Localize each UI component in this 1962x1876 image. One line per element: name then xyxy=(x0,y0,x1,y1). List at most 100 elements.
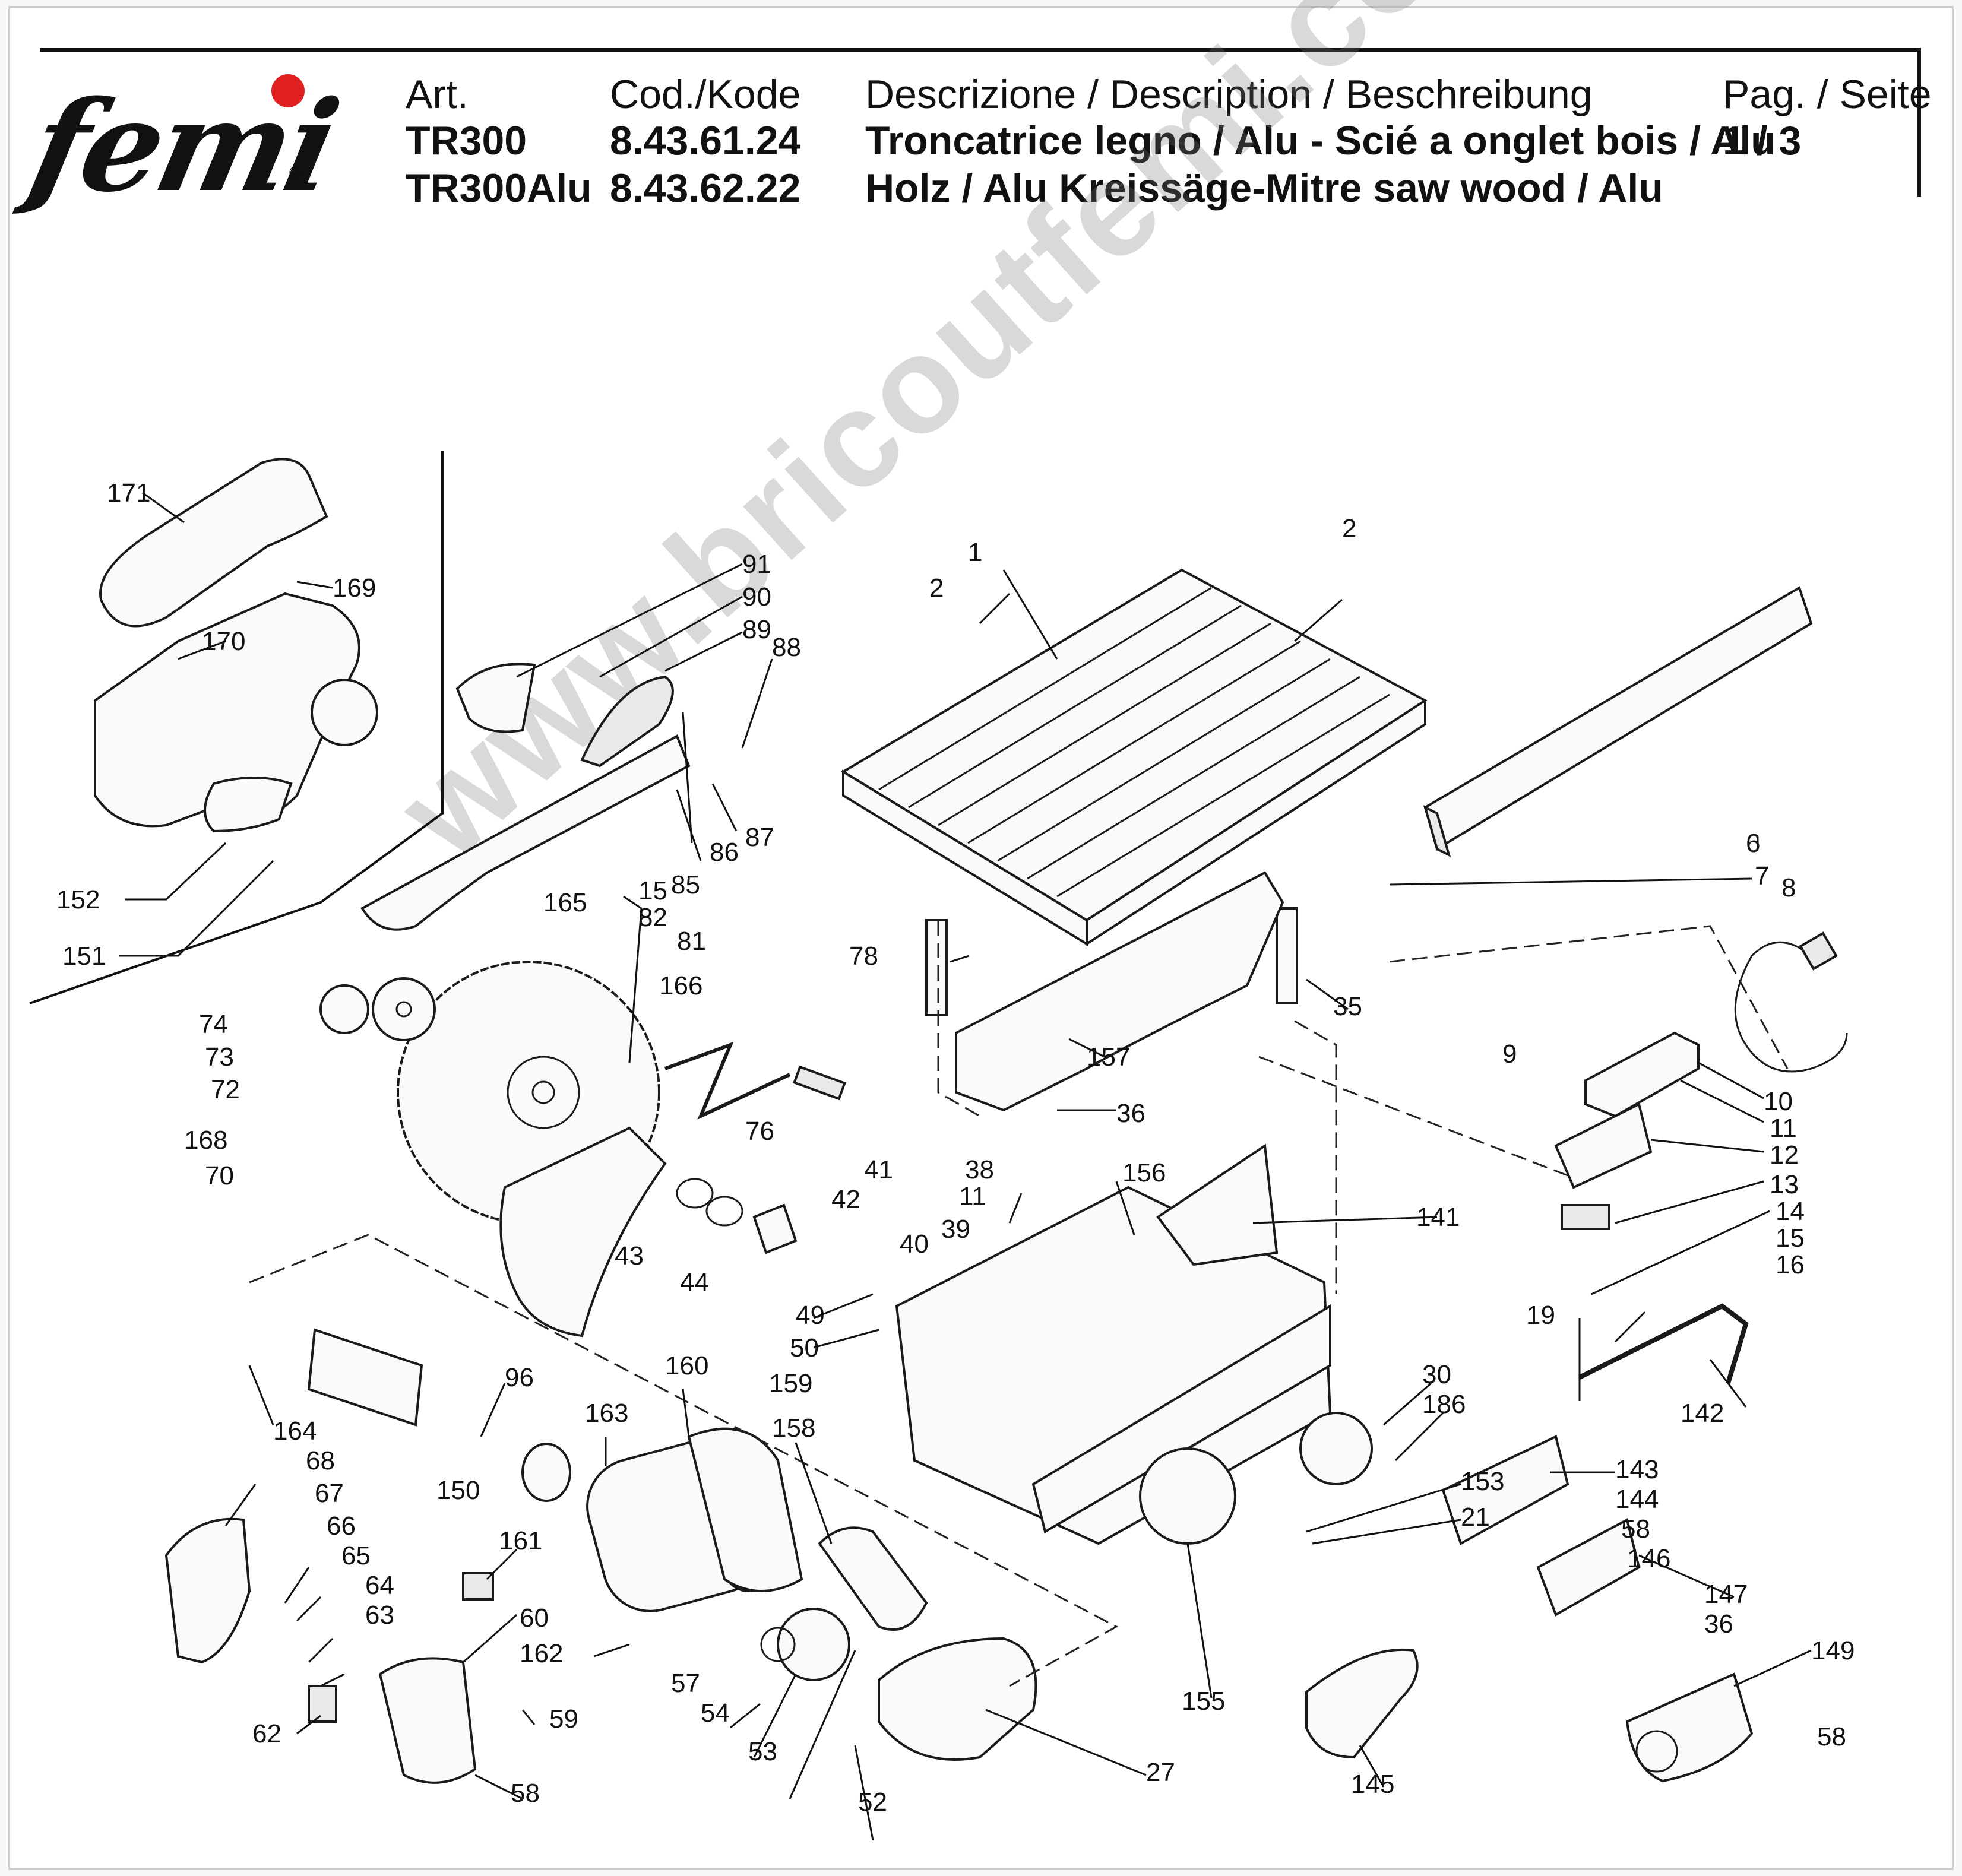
label-59: 59 xyxy=(549,1704,578,1734)
label-19: 19 xyxy=(1526,1301,1555,1330)
label-160: 160 xyxy=(665,1351,708,1380)
label-60: 60 xyxy=(520,1604,549,1633)
part-145-cover xyxy=(1305,1648,1419,1759)
label-30: 30 xyxy=(1422,1360,1451,1389)
base-side xyxy=(1031,1304,1331,1534)
part-12-clamp-base xyxy=(1554,1102,1653,1189)
part-91-cover xyxy=(455,663,536,733)
fence-rail-side xyxy=(1423,805,1451,857)
description-line-2: Holz / Alu Kreissäge-Mitre saw wood / Al… xyxy=(865,166,1663,211)
label-11-right: 11 xyxy=(1770,1114,1797,1143)
part-147-switch-module xyxy=(1536,1518,1641,1617)
label-163: 163 xyxy=(585,1399,628,1428)
label-62: 62 xyxy=(252,1719,281,1748)
label-161: 161 xyxy=(499,1526,542,1555)
label-142: 142 xyxy=(1681,1399,1724,1428)
logo-red-dot xyxy=(271,74,305,107)
code-column-title: Cod./Kode xyxy=(610,72,801,117)
label-67: 67 xyxy=(315,1479,344,1508)
label-35: 35 xyxy=(1333,992,1362,1021)
label-150: 150 xyxy=(436,1476,480,1505)
code-2: 8.43.62.22 xyxy=(610,166,801,211)
label-66: 66 xyxy=(327,1511,356,1541)
part-76-spring xyxy=(793,1065,846,1101)
label-96: 96 xyxy=(505,1363,534,1392)
label-58-left: 58 xyxy=(511,1779,540,1808)
part-72-washer xyxy=(319,984,369,1034)
power-plug xyxy=(1799,931,1838,971)
label-57: 57 xyxy=(671,1669,700,1698)
label-159: 159 xyxy=(769,1369,812,1398)
label-16: 16 xyxy=(1776,1250,1805,1279)
label-87: 87 xyxy=(745,823,774,852)
label-168: 168 xyxy=(184,1126,227,1155)
label-76: 76 xyxy=(745,1117,774,1146)
label-68: 68 xyxy=(306,1446,335,1475)
base-spindle xyxy=(1299,1412,1373,1485)
label-49: 49 xyxy=(796,1301,825,1330)
part-43-ring xyxy=(676,1178,714,1209)
label-52: 52 xyxy=(858,1788,887,1817)
label-39: 39 xyxy=(941,1215,970,1244)
label-143: 143 xyxy=(1615,1455,1659,1484)
label-155: 155 xyxy=(1182,1687,1225,1716)
label-88: 88 xyxy=(772,633,801,662)
label-53: 53 xyxy=(748,1737,777,1766)
label-149: 149 xyxy=(1811,1636,1855,1665)
label-144: 144 xyxy=(1615,1485,1659,1514)
label-146: 146 xyxy=(1627,1544,1670,1573)
label-15-right: 15 xyxy=(1776,1224,1805,1253)
part-143-switch-box xyxy=(1441,1435,1569,1545)
label-54: 54 xyxy=(701,1698,730,1728)
header-rule-right xyxy=(1917,48,1921,197)
lower-blade-guard xyxy=(499,1126,667,1338)
label-1: 1 xyxy=(968,538,982,567)
part-57-bearing xyxy=(760,1627,796,1662)
part-141-plate xyxy=(1156,1143,1279,1266)
assembly-line-clamp xyxy=(1258,1056,1568,1177)
label-164: 164 xyxy=(273,1416,317,1446)
table-ribs xyxy=(878,587,1390,898)
description-line-1: Troncatrice legno / Alu - Scié a onglet … xyxy=(865,118,1776,163)
label-8: 8 xyxy=(1781,873,1796,902)
page-column-title: Pag. / Seite xyxy=(1723,72,1932,117)
label-170: 170 xyxy=(202,627,245,656)
label-156: 156 xyxy=(1122,1158,1166,1187)
code-1: 8.43.61.24 xyxy=(610,118,801,163)
label-145: 145 xyxy=(1351,1770,1394,1799)
inset-border xyxy=(29,451,444,1004)
label-40: 40 xyxy=(900,1229,929,1259)
switch-knob xyxy=(1635,1730,1678,1773)
part-13-clamp-pad xyxy=(1561,1204,1610,1230)
part-158-capacitor xyxy=(818,1526,928,1631)
label-158: 158 xyxy=(772,1414,815,1443)
label-7: 7 xyxy=(1755,861,1769,891)
label-165: 165 xyxy=(543,888,587,917)
label-36-table: 36 xyxy=(1116,1099,1145,1128)
assembly-line-fence xyxy=(1389,925,1789,1069)
art-column-title: Art. xyxy=(406,72,469,117)
label-157: 157 xyxy=(1087,1042,1130,1072)
registered-mark: ® xyxy=(289,163,302,182)
label-44: 44 xyxy=(680,1268,709,1297)
label-78: 78 xyxy=(849,942,878,971)
label-186: 186 xyxy=(1422,1390,1466,1419)
part-78-post xyxy=(925,919,948,1016)
blade-guard-arm xyxy=(360,734,691,931)
blade-bore xyxy=(531,1080,555,1104)
part-160-sleeve xyxy=(687,1427,803,1592)
label-15-left: 15 xyxy=(638,876,667,905)
part-171-cover xyxy=(99,458,328,628)
part-166-link xyxy=(664,1041,791,1120)
part-142-switch-arm xyxy=(1578,1303,1749,1384)
label-90: 90 xyxy=(742,582,771,611)
label-166: 166 xyxy=(659,971,702,1000)
part-155-motor-ring xyxy=(1139,1447,1236,1545)
label-91: 91 xyxy=(742,550,771,579)
label-27: 27 xyxy=(1146,1758,1175,1787)
table-side-edge xyxy=(1086,698,1426,946)
label-147: 147 xyxy=(1704,1580,1748,1609)
label-13: 13 xyxy=(1770,1170,1799,1199)
part-35-post xyxy=(1276,907,1298,1004)
